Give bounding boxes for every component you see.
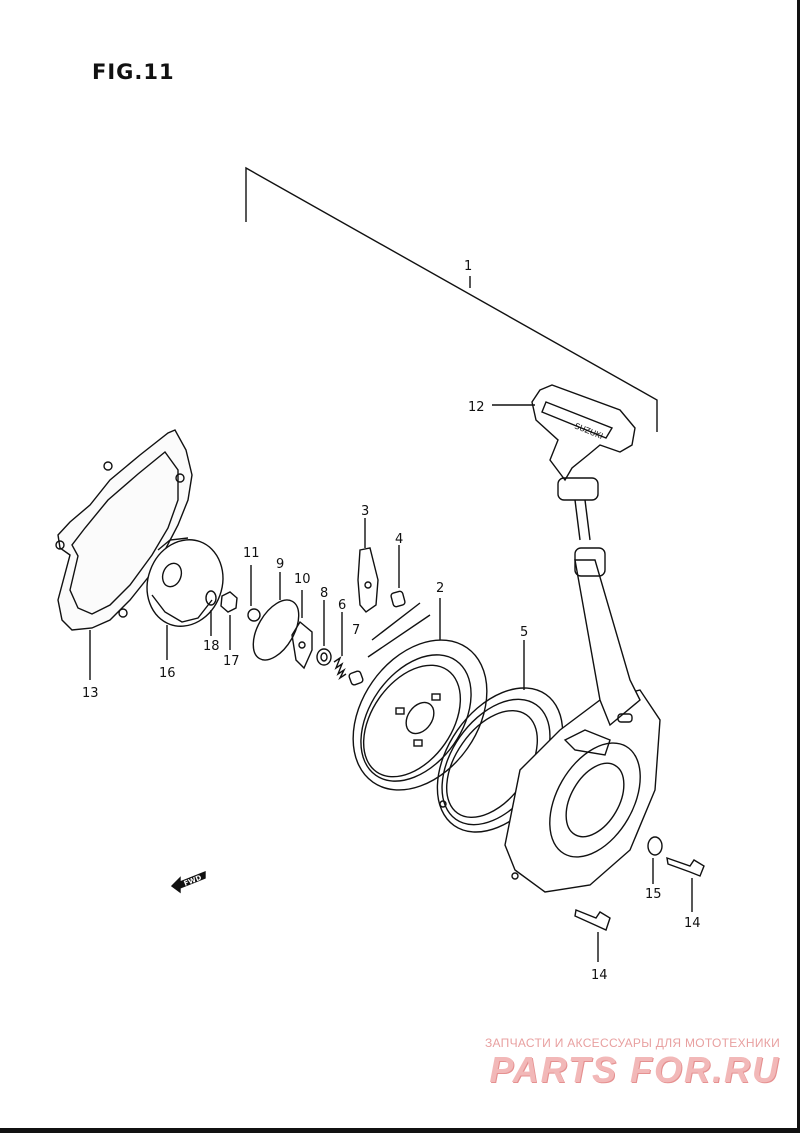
bolt-part-14-right <box>666 856 705 912</box>
assembly-pointer <box>367 602 431 658</box>
callout-12: 12 <box>468 400 485 415</box>
assembly-bracket <box>245 166 658 432</box>
pawl-part-10 <box>291 590 313 670</box>
washer-part-15 <box>647 836 663 884</box>
callout-8: 8 <box>320 586 328 601</box>
fwd-label: FWD <box>183 874 203 888</box>
callout-10: 10 <box>294 572 311 587</box>
callout-3: 3 <box>361 504 369 519</box>
figure-title: FIG.11 <box>92 60 175 84</box>
ratchet-cup-part-16 <box>146 537 224 660</box>
watermark: ЗАПЧАСТИ И АКСЕССУАРЫ ДЛЯ МОТОТЕХНИКИ PA… <box>485 1036 780 1090</box>
guide-plate-part-9 <box>252 572 300 661</box>
bolt-part-14-lower <box>574 909 611 962</box>
callout-7: 7 <box>352 623 360 638</box>
callout-16: 16 <box>159 666 176 681</box>
washer-part-11 <box>247 565 261 622</box>
watermark-subtitle: ЗАПЧАСТИ И АКСЕССУАРЫ ДЛЯ МОТОТЕХНИКИ <box>484 1036 780 1050</box>
frame-right-edge <box>797 0 800 1133</box>
washer-part-8 <box>316 600 332 666</box>
callout-18: 18 <box>203 639 220 654</box>
callout-9: 9 <box>276 557 284 572</box>
fwd-arrow <box>170 870 206 894</box>
bushing-part-7 <box>348 670 364 686</box>
callout-15: 15 <box>645 887 662 902</box>
starter-handle-part-12 <box>492 384 636 577</box>
callout-5: 5 <box>520 625 528 640</box>
pawl-lever-part-3 <box>357 518 379 613</box>
callout-2: 2 <box>436 581 444 596</box>
reel-drum-part-2 <box>352 598 488 791</box>
watermark-brand: PARTS FOR.RU <box>489 1049 780 1090</box>
callout-14-right: 14 <box>684 916 701 931</box>
callout-labels: 1 2 3 4 5 6 7 8 9 10 11 12 13 14 14 15 1… <box>82 259 701 983</box>
nut-part-17 <box>220 591 238 650</box>
washer-part-18 <box>205 590 217 636</box>
gasket-part-13 <box>55 429 193 680</box>
callout-4: 4 <box>395 532 403 547</box>
callout-13: 13 <box>82 686 99 701</box>
callout-1: 1 <box>464 259 472 274</box>
starter-case <box>439 559 661 893</box>
pin-part-4 <box>390 545 406 608</box>
callout-11: 11 <box>243 546 260 561</box>
callout-14-lower: 14 <box>591 968 608 983</box>
callout-17: 17 <box>223 654 240 669</box>
frame-bottom-edge <box>0 1128 800 1133</box>
spring-part-6 <box>333 612 347 681</box>
callout-6: 6 <box>338 598 346 613</box>
